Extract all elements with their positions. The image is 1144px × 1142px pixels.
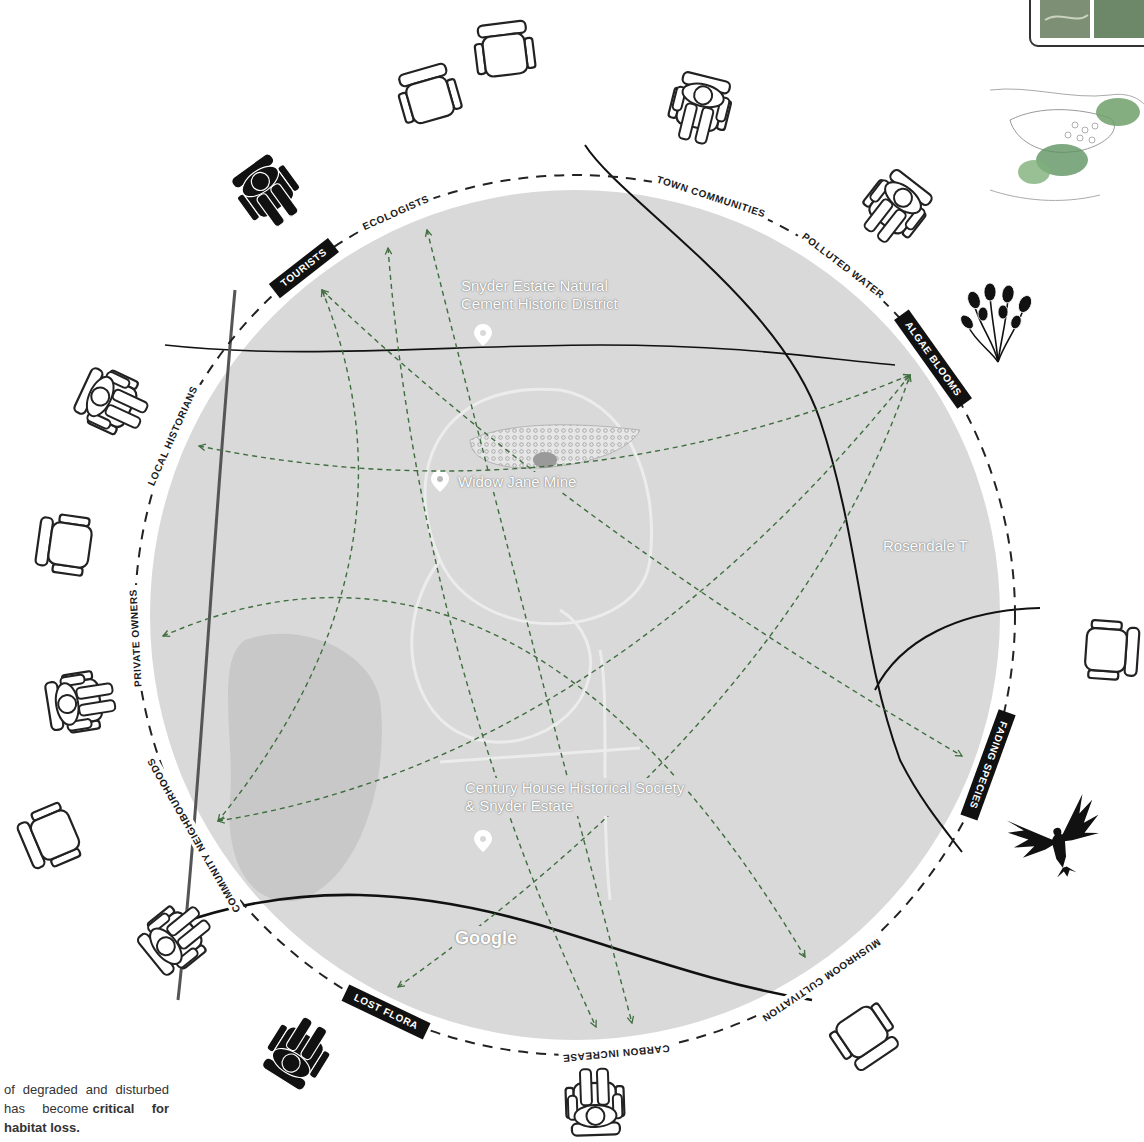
- map-label: Google: [452, 926, 520, 950]
- stakeholder-seats: [14, 20, 1140, 1136]
- map-label: Widow Jane Mine: [455, 472, 579, 492]
- ring-text: CARBON INCREASE: [563, 1043, 671, 1064]
- map-label: Snyder Estate Natural Cement Historic Di…: [458, 276, 644, 314]
- stakeholder-label: PRIVATE OWNERS: [126, 585, 146, 692]
- map-text: Widow Jane Mine: [458, 473, 576, 490]
- site-sketch: [990, 89, 1144, 200]
- stakeholder-label: CARBON INCREASE: [558, 1041, 674, 1066]
- algae-illustration: [958, 283, 1034, 362]
- map-text: Century House Historical Society & Snyde…: [465, 779, 684, 814]
- ring-text: PRIVATE OWNERS: [127, 589, 143, 687]
- tablet-image: [1030, 0, 1144, 46]
- caption-paragraph: of degraded and disturbed has becomecrit…: [4, 1080, 169, 1137]
- eagle-illustration: [1003, 791, 1112, 888]
- map-text: Snyder Estate Natural Cement Historic Di…: [461, 277, 618, 312]
- map-text: Google: [455, 928, 517, 948]
- map-disc: [150, 190, 1000, 1040]
- map-lines: [165, 145, 1040, 1000]
- relation-arrows: [163, 230, 962, 1027]
- map-label: Century House Historical Society & Snyde…: [462, 778, 688, 816]
- map-label: Rosendale T: [880, 536, 971, 556]
- dashed-boundary: [135, 175, 1015, 1055]
- map-text: Rosendale T: [883, 537, 968, 554]
